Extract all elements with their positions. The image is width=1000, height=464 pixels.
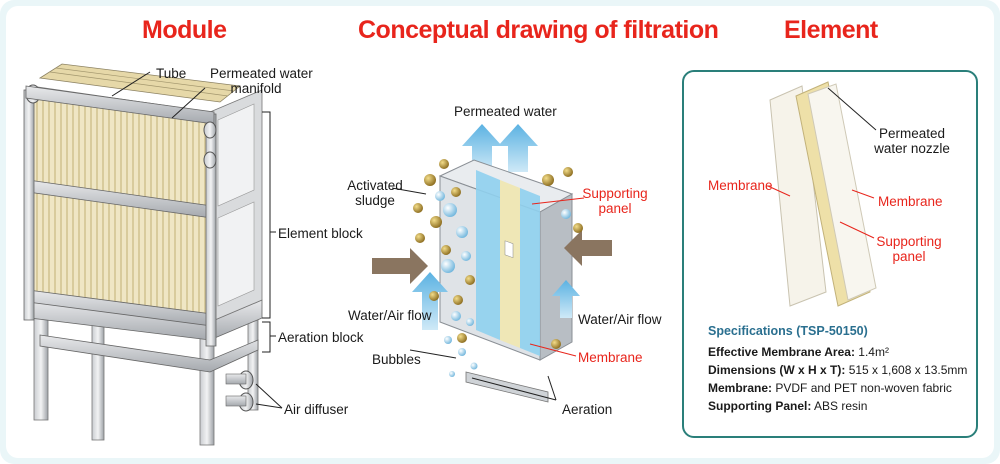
- activated-sludge-particles: [413, 159, 583, 349]
- element-title: Element: [784, 16, 878, 44]
- bubbles-label: Bubbles: [372, 352, 421, 367]
- module-side-window: [217, 201, 255, 307]
- conceptual-title: Conceptual drawing of filtration: [358, 16, 719, 44]
- spec-row: Supporting Panel: ABS resin: [708, 399, 867, 413]
- element-block-label: Element block: [278, 226, 363, 241]
- specifications-heading: Specifications (TSP-50150): [708, 324, 868, 338]
- spec-row: Dimensions (W x H x T): 515 x 1,608 x 13…: [708, 363, 967, 377]
- permeated-water-manifold-label: Permeated water manifold: [210, 66, 313, 96]
- aeration-block-label: Aeration block: [278, 330, 364, 345]
- module-title: Module: [142, 16, 227, 44]
- concept-leader-lines: [391, 187, 585, 401]
- membrane-element-right-label: Membrane: [878, 194, 943, 209]
- spec-value: PVDF and PET non-woven fabric: [775, 381, 952, 395]
- supporting-panel-label: Supporting panel: [582, 186, 648, 216]
- air-diffuser-label: Air diffuser: [284, 402, 349, 417]
- aeration-frame: [39, 334, 259, 373]
- permeated-water-nozzle-label: Permeated water nozzle: [874, 126, 950, 156]
- membrane-layer: [520, 188, 540, 356]
- water-air-flow-left-label: Water/Air flow: [348, 308, 432, 323]
- spec-value: 515 x 1,608 x 13.5mm: [848, 363, 968, 377]
- membrane-layer: [476, 170, 500, 340]
- element-membrane-sheet: [769, 85, 827, 307]
- permeated-water-arrows: [462, 124, 538, 172]
- spec-row: Membrane: PVDF and PET non-woven fabric: [708, 381, 952, 395]
- spec-key: Membrane:: [708, 381, 773, 395]
- membrane-concept-label: Membrane: [578, 350, 643, 365]
- element-membrane-sheet: [807, 83, 877, 301]
- spec-key: Effective Membrane Area:: [708, 345, 855, 359]
- activated-sludge-label: Activated sludge: [347, 178, 403, 208]
- water-air-flow-right-label: Water/Air flow: [578, 312, 662, 327]
- tube-label: Tube: [156, 66, 187, 81]
- aeration-label: Aeration: [562, 402, 613, 417]
- air-bubbles: [435, 191, 571, 377]
- inflow-arrows: [372, 230, 612, 284]
- panel-slot: [504, 240, 514, 259]
- top-tubes: [38, 63, 241, 103]
- module-side-window: [217, 103, 255, 207]
- spec-key: Dimensions (W x H x T):: [708, 363, 846, 377]
- spec-value: 1.4m²: [858, 345, 889, 359]
- supporting-panel-element-label: Supporting panel: [876, 234, 942, 264]
- spec-value: ABS resin: [814, 399, 868, 413]
- supporting-panel-layer: [500, 180, 520, 348]
- spec-row: Effective Membrane Area: 1.4m²: [708, 345, 889, 359]
- membrane-element-left-label: Membrane: [708, 178, 773, 193]
- permeated-water-label: Permeated water: [454, 104, 557, 119]
- manifold-pipe-end: [203, 121, 217, 139]
- module-leader-lines: [111, 71, 283, 409]
- water-air-flow-arrows: [412, 272, 580, 330]
- manifold-pipe-end: [203, 151, 217, 169]
- spec-key: Supporting Panel:: [708, 399, 812, 413]
- element-leader-lines: [767, 87, 877, 239]
